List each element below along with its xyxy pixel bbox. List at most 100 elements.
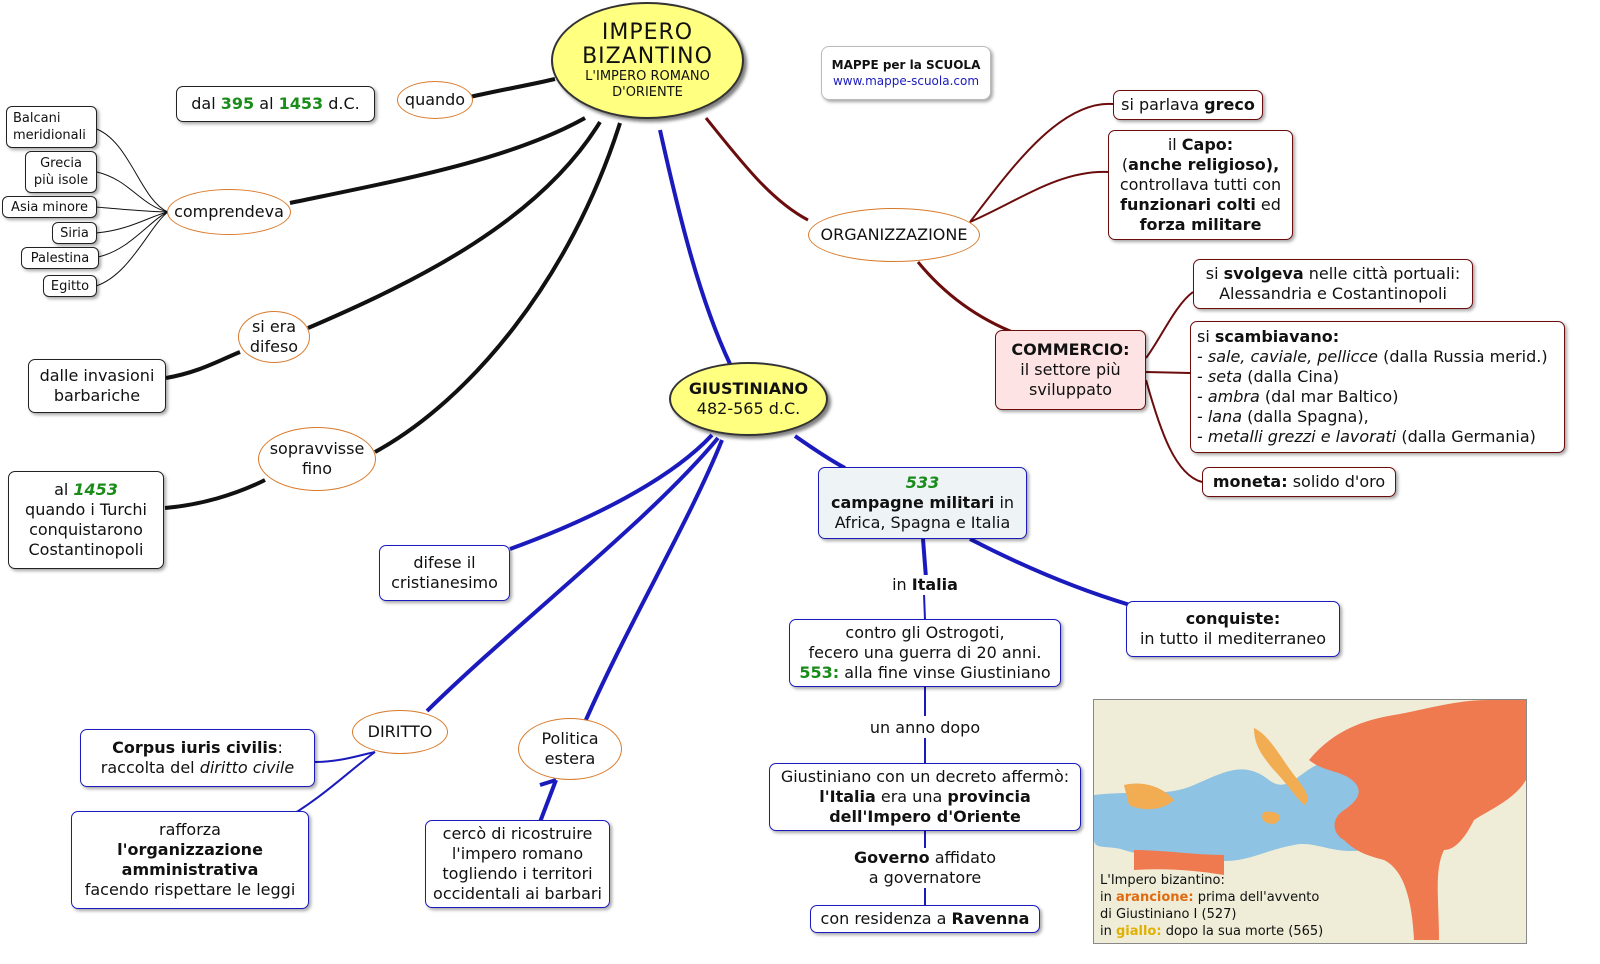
giustiniano-dates: 482-565 d.C. [696, 399, 801, 418]
commercio-line-3: sviluppato [1028, 380, 1112, 399]
decreto-box: Giustiniano con un decreto affermò: l'It… [769, 763, 1081, 831]
moneta-box: moneta: solido d'oro [1202, 467, 1396, 497]
rafforza-line-4: facendo rispettare le leggi [84, 880, 296, 899]
scambiavano-item: - ambra (dal mar Baltico) [1197, 387, 1399, 406]
scambiavano-item: - sale, caviale, pellicce (dalla Russia … [1197, 347, 1548, 366]
turchi-line-4: Costantinopoli [28, 540, 144, 559]
central-node: IMPERO BIZANTINO L'IMPERO ROMANO D'ORIEN… [551, 2, 744, 119]
central-subtitle-2: D'ORIENTE [612, 84, 683, 100]
diritto-label: DIRITTO [367, 722, 433, 741]
capo-line-1: il Capo: [1167, 135, 1234, 154]
scambiavano-box: si scambiavano: - sale, caviale, pellicc… [1190, 321, 1565, 453]
dates-text: dal 395 al 1453 d.C. [191, 94, 360, 113]
dates-box: dal 395 al 1453 d.C. [176, 86, 375, 122]
campagne-year: 533 [905, 473, 940, 492]
corpus-line-1: Corpus iuris civilis: [112, 738, 283, 757]
capo-line-2: (anche religioso), [1121, 155, 1280, 174]
turchi-line-1: al 1453 [54, 480, 118, 499]
map-caption-line-2: in arancione: prima dell'avvento [1100, 890, 1320, 905]
branding-url[interactable]: www.mappe-scuola.com [832, 74, 980, 88]
sopravvisse-node: sopravvisse fino [258, 427, 376, 491]
capo-line-3: controllava tutti con [1119, 175, 1282, 194]
organizzazione-label: ORGANIZZAZIONE [820, 225, 968, 244]
decreto-line-3: dell'Impero d'Oriente [829, 807, 1021, 826]
svolgeva-box: si svolgeva nelle città portuali: Alessa… [1193, 259, 1473, 309]
corpus-line-2: raccolta del diritto civile [100, 758, 295, 777]
capo-box: il Capo: (anche religioso), controllava … [1108, 130, 1293, 240]
governo-label: Governo affidato a governatore [840, 848, 1010, 888]
region-balcani-label: Balcani meridionali [13, 111, 86, 143]
commercio-box: COMMERCIO: il settore più sviluppato [995, 330, 1146, 410]
comprendeva-label: comprendeva [174, 202, 284, 221]
turchi-line-2: quando i Turchi [25, 500, 147, 519]
in-italia-label: in Italia [880, 575, 970, 595]
region-egitto-label: Egitto [50, 278, 90, 294]
giustiniano-node: GIUSTINIANO 482-565 d.C. [669, 362, 828, 436]
ricostruire-line-3: togliendo i territori [442, 864, 593, 883]
conquiste-box: conquiste: in tutto il mediterraneo [1126, 601, 1340, 657]
scambiavano-item: - lana (dalla Spagna), [1197, 407, 1369, 426]
region-grecia-label: Grecia più isole [33, 156, 89, 188]
ricostruire-line-4: occidentali ai barbari [433, 884, 602, 903]
ravenna-box: con residenza a Ravenna [810, 905, 1040, 933]
diritto-node: DIRITTO [352, 710, 448, 754]
region-siria-label: Siria [60, 225, 89, 241]
region-palestina: Palestina [21, 247, 99, 269]
ricostruire-line-1: cercò di ricostruire [442, 824, 593, 843]
commercio-title: COMMERCIO: [1011, 340, 1130, 359]
cristianesimo-line-2: cristianesimo [391, 573, 498, 592]
region-siria: Siria [52, 222, 97, 244]
capo-line-5: forza militare [1139, 215, 1262, 234]
turchi-box: al 1453 quando i Turchi conquistarono Co… [8, 471, 164, 569]
comprendeva-node: comprendeva [167, 189, 291, 235]
turchi-line-3: conquistarono [29, 520, 143, 539]
difeso-node: si era difeso [238, 311, 310, 363]
conquiste-line-2: in tutto il mediterraneo [1139, 629, 1327, 648]
invasioni-line-2: barbariche [53, 386, 141, 405]
campagne-box: 533 campagne militari in Africa, Spagna … [818, 467, 1027, 539]
map-caption-line-4: in giallo: dopo la sua morte (565) [1100, 924, 1324, 939]
anno-dopo-label: un anno dopo [860, 718, 990, 738]
decreto-line-2: l'Italia era una provincia [819, 787, 1031, 806]
cristianesimo-box: difese il cristianesimo [379, 545, 510, 601]
svolgeva-line-1: si svolgeva nelle città portuali: [1205, 264, 1461, 283]
ostrogoti-line-3: 553: alla fine vinse Giustiniano [799, 663, 1051, 682]
sopravvisse-label-1: sopravvisse [269, 439, 365, 458]
campagne-line-2: campagne militari in [830, 493, 1015, 512]
svolgeva-line-2: Alessandria e Costantinopoli [1219, 284, 1447, 303]
organizzazione-node: ORGANIZZAZIONE [808, 208, 980, 262]
branding-box[interactable]: MAPPE per la SCUOLA www.mappe-scuola.com [821, 46, 991, 100]
ostrogoti-line-1: contro gli Ostrogoti, [845, 623, 1005, 642]
ostrogoti-line-2: fecero una guerra di 20 anni. [808, 643, 1042, 662]
campagne-line-3: Africa, Spagna e Italia [834, 513, 1011, 532]
map-orange-africa [1134, 850, 1224, 875]
map-yellow-italy [1254, 728, 1308, 805]
conquiste-title: conquiste: [1185, 609, 1281, 628]
commercio-line-2: il settore più [1020, 360, 1121, 379]
rafforza-line-3: amministrativa [121, 860, 259, 879]
map-caption-line-1: L'Impero bizantino: [1100, 873, 1225, 888]
region-asia-minore-label: Asia minore [11, 199, 88, 215]
rafforza-box: rafforza l'organizzazione amministrativa… [71, 811, 309, 909]
politica-label-2: estera [544, 749, 596, 768]
map-caption-line-3: di Giustiniano I (527) [1100, 907, 1237, 922]
ravenna-text: con residenza a Ravenna [820, 909, 1030, 928]
region-balcani: Balcani meridionali [6, 106, 97, 148]
difeso-label-1: si era [251, 317, 297, 336]
region-grecia: Grecia più isole [25, 151, 97, 193]
ricostruire-line-2: l'impero romano [451, 844, 584, 863]
ricostruire-box: cercò di ricostruire l'impero romano tog… [425, 820, 610, 908]
region-palestina-label: Palestina [30, 250, 90, 266]
region-asia-minore: Asia minore [2, 196, 97, 218]
difeso-label-2: difeso [249, 337, 299, 356]
central-subtitle-1: L'IMPERO ROMANO [585, 68, 710, 84]
scambiavano-item: - seta (dalla Cina) [1197, 367, 1339, 386]
byzantine-empire-map [1093, 699, 1527, 944]
giustiniano-title: GIUSTINIANO [688, 379, 809, 398]
map-yellow-spain [1124, 783, 1174, 810]
invasioni-box: dalle invasioni barbariche [28, 359, 166, 413]
central-title-1: IMPERO [601, 19, 694, 45]
quando-label: quando [404, 90, 466, 109]
politica-label-1: Politica [541, 729, 599, 748]
